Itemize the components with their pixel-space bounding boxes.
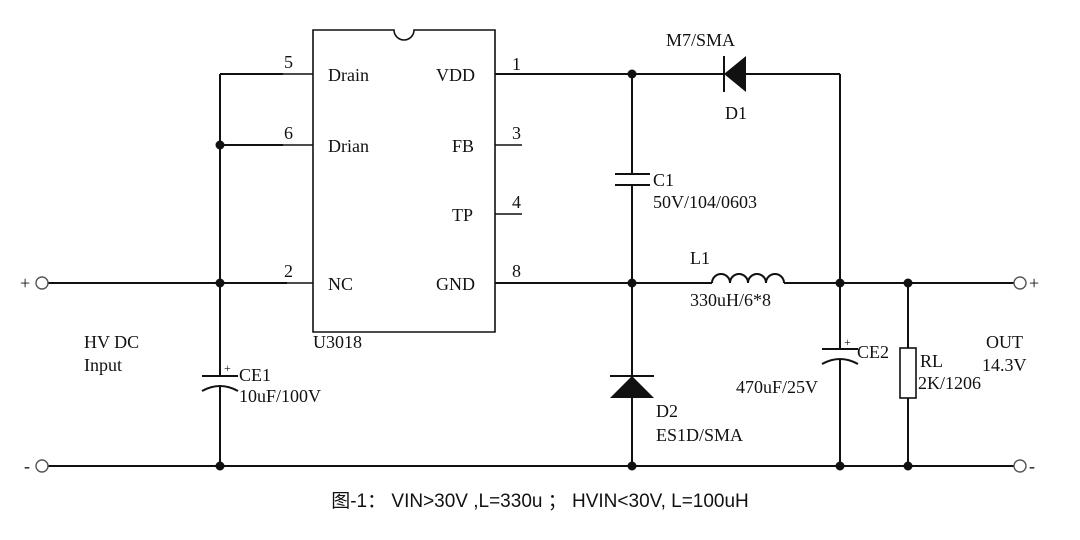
- output-negative-terminal: [1013, 459, 1027, 473]
- inductor-l1: L1 330uH/6*8: [690, 248, 785, 310]
- output-positive-terminal: [1013, 276, 1027, 290]
- resistor-rl-ref: RL: [920, 351, 943, 371]
- junctions: [215, 69, 913, 471]
- ic-u3018: U3018 5 Drain 6 Drian 2 NC VDD 1 FB 3 TP…: [283, 29, 522, 352]
- capacitor-ce2-value: 470uF/25V: [736, 377, 818, 397]
- diode-d1-value: M7/SMA: [666, 30, 735, 50]
- pin-4-label: TP: [452, 205, 473, 225]
- input-plus-sign: +: [20, 273, 30, 293]
- diode-d1: M7/SMA D1: [666, 30, 752, 123]
- junction-dot: [835, 278, 845, 288]
- junction-dot: [215, 140, 225, 150]
- junction-dot: [627, 278, 637, 288]
- output-minus-sign: -: [1029, 456, 1035, 476]
- pin-1-label: VDD: [436, 65, 475, 85]
- capacitor-ce2-ref: CE2: [857, 342, 889, 362]
- pin-4-number: 4: [512, 192, 521, 212]
- pin-8-label: GND: [436, 274, 475, 294]
- pin-2-number: 2: [284, 261, 293, 281]
- input-positive-terminal: [35, 276, 49, 290]
- inductor-l1-coil: [711, 273, 785, 284]
- pin-5-label: Drain: [328, 65, 369, 85]
- pin-6-label: Drian: [328, 136, 369, 156]
- diode-d1-ref: D1: [725, 103, 747, 123]
- pin-2-label: NC: [328, 274, 353, 294]
- resistor-rl-value: 2K/1206: [918, 373, 981, 393]
- capacitor-ce1-polarity: +: [224, 361, 231, 375]
- capacitor-c1-value: 50V/104/0603: [653, 192, 757, 212]
- resistor-rl-body: [899, 347, 917, 399]
- inductor-l1-value: 330uH/6*8: [690, 290, 771, 310]
- pin-5-number: 5: [284, 52, 293, 72]
- diode-d1-symbol: [724, 56, 746, 92]
- inductor-l1-ref: L1: [690, 248, 710, 268]
- figure-caption: 图-1： VIN>30V ,L=330u ； HVIN<30V, L=100uH: [331, 491, 749, 512]
- input-label-line1: HV DC: [84, 332, 139, 352]
- junction-dot: [903, 278, 913, 288]
- schematic-frame: U3018 5 Drain 6 Drian 2 NC VDD 1 FB 3 TP…: [20, 29, 1040, 476]
- diode-d2: D2 ES1D/SMA: [610, 375, 743, 445]
- capacitor-ce1-ref: CE1: [239, 365, 271, 385]
- resistor-rl: RL 2K/1206: [899, 347, 981, 399]
- output-plus-sign: +: [1029, 273, 1039, 293]
- junction-dot: [903, 461, 913, 471]
- capacitor-ce2-plate-bottom: [821, 358, 859, 365]
- output-label-line2: 14.3V: [982, 355, 1027, 375]
- input-minus-sign: -: [24, 456, 30, 476]
- junction-dot: [215, 461, 225, 471]
- capacitor-ce2-polarity: +: [844, 335, 851, 349]
- output-label-line1: OUT: [986, 332, 1023, 352]
- pin-3-label: FB: [452, 136, 474, 156]
- pin-1-number: 1: [512, 54, 521, 74]
- capacitor-ce1: + CE1 10uF/100V: [201, 361, 321, 406]
- diode-d2-ref: D2: [656, 401, 678, 421]
- junction-dot: [215, 278, 225, 288]
- junction-dot: [627, 69, 637, 79]
- terminals: + - + -: [20, 273, 1039, 476]
- circuit-schematic: U3018 5 Drain 6 Drian 2 NC VDD 1 FB 3 TP…: [20, 29, 1039, 476]
- diode-d2-symbol: [610, 376, 654, 398]
- input-negative-terminal: [35, 459, 49, 473]
- input-label-line2: Input: [84, 355, 122, 375]
- pin-8-number: 8: [512, 261, 521, 281]
- junction-dot: [627, 461, 637, 471]
- capacitor-c1: C1 50V/104/0603: [615, 170, 757, 212]
- junction-dot: [835, 461, 845, 471]
- pin-3-number: 3: [512, 123, 521, 143]
- pin-6-number: 6: [284, 123, 293, 143]
- diode-d2-value: ES1D/SMA: [656, 425, 743, 445]
- capacitor-ce2: + CE2 470uF/25V: [736, 335, 889, 397]
- capacitor-ce1-value: 10uF/100V: [239, 386, 321, 406]
- wires: [47, 73, 1015, 467]
- capacitor-ce1-plate-bottom: [201, 385, 239, 392]
- ic-name: U3018: [313, 332, 362, 352]
- ic-body: [312, 29, 496, 333]
- capacitor-c1-ref: C1: [653, 170, 674, 190]
